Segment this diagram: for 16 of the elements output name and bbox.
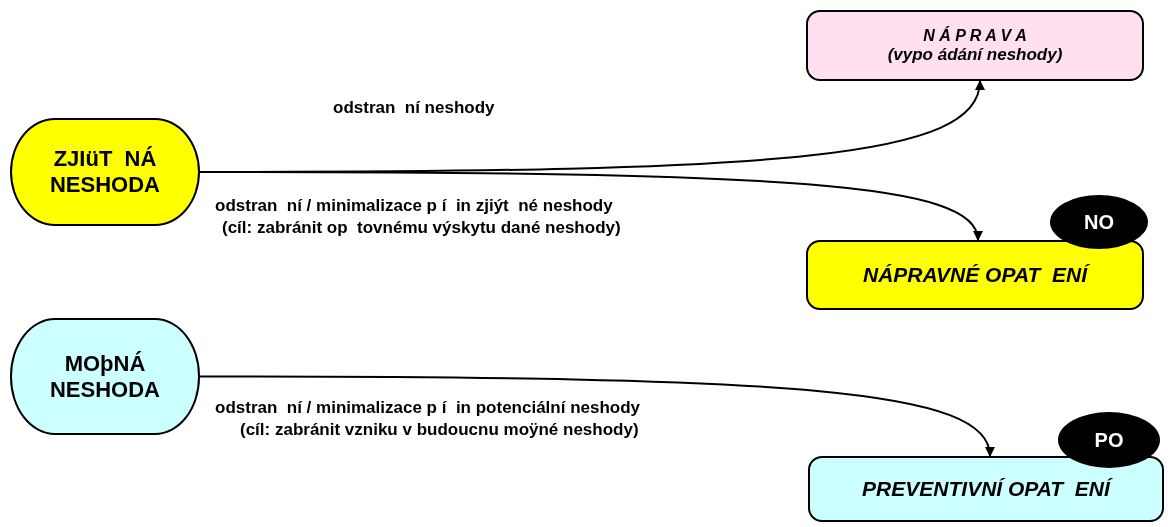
node-title: PO	[1094, 428, 1124, 452]
edge-label: odstran ní neshody	[333, 98, 495, 118]
node-title: MOþNÁ NESHODA	[49, 350, 161, 403]
process-box	[808, 456, 1164, 522]
node-title: ZJIüT NÁ NESHODA	[49, 146, 161, 198]
node-subtitle: (vypo ádání neshody)	[887, 44, 1063, 65]
edge-label: odstran ní / minimalizace p í in zjiýt né neshody	[215, 196, 613, 216]
node-title: NO	[1084, 210, 1114, 234]
process-box	[806, 10, 1144, 81]
node-title: N Á P R A V A	[923, 26, 1027, 45]
note-text: (cíl: zabránit op tovnému výskytu dané neshody)	[222, 218, 621, 238]
process-box	[806, 240, 1144, 310]
abbreviation-ellipse	[1058, 412, 1160, 468]
note-text: (cíl: zabránit vzniku v budoucnu moÿné neshody)	[240, 420, 639, 440]
curved-arrow	[199, 375, 993, 457]
edge-label: odstran ní / minimalizace p í in potenciální neshody	[215, 398, 641, 418]
